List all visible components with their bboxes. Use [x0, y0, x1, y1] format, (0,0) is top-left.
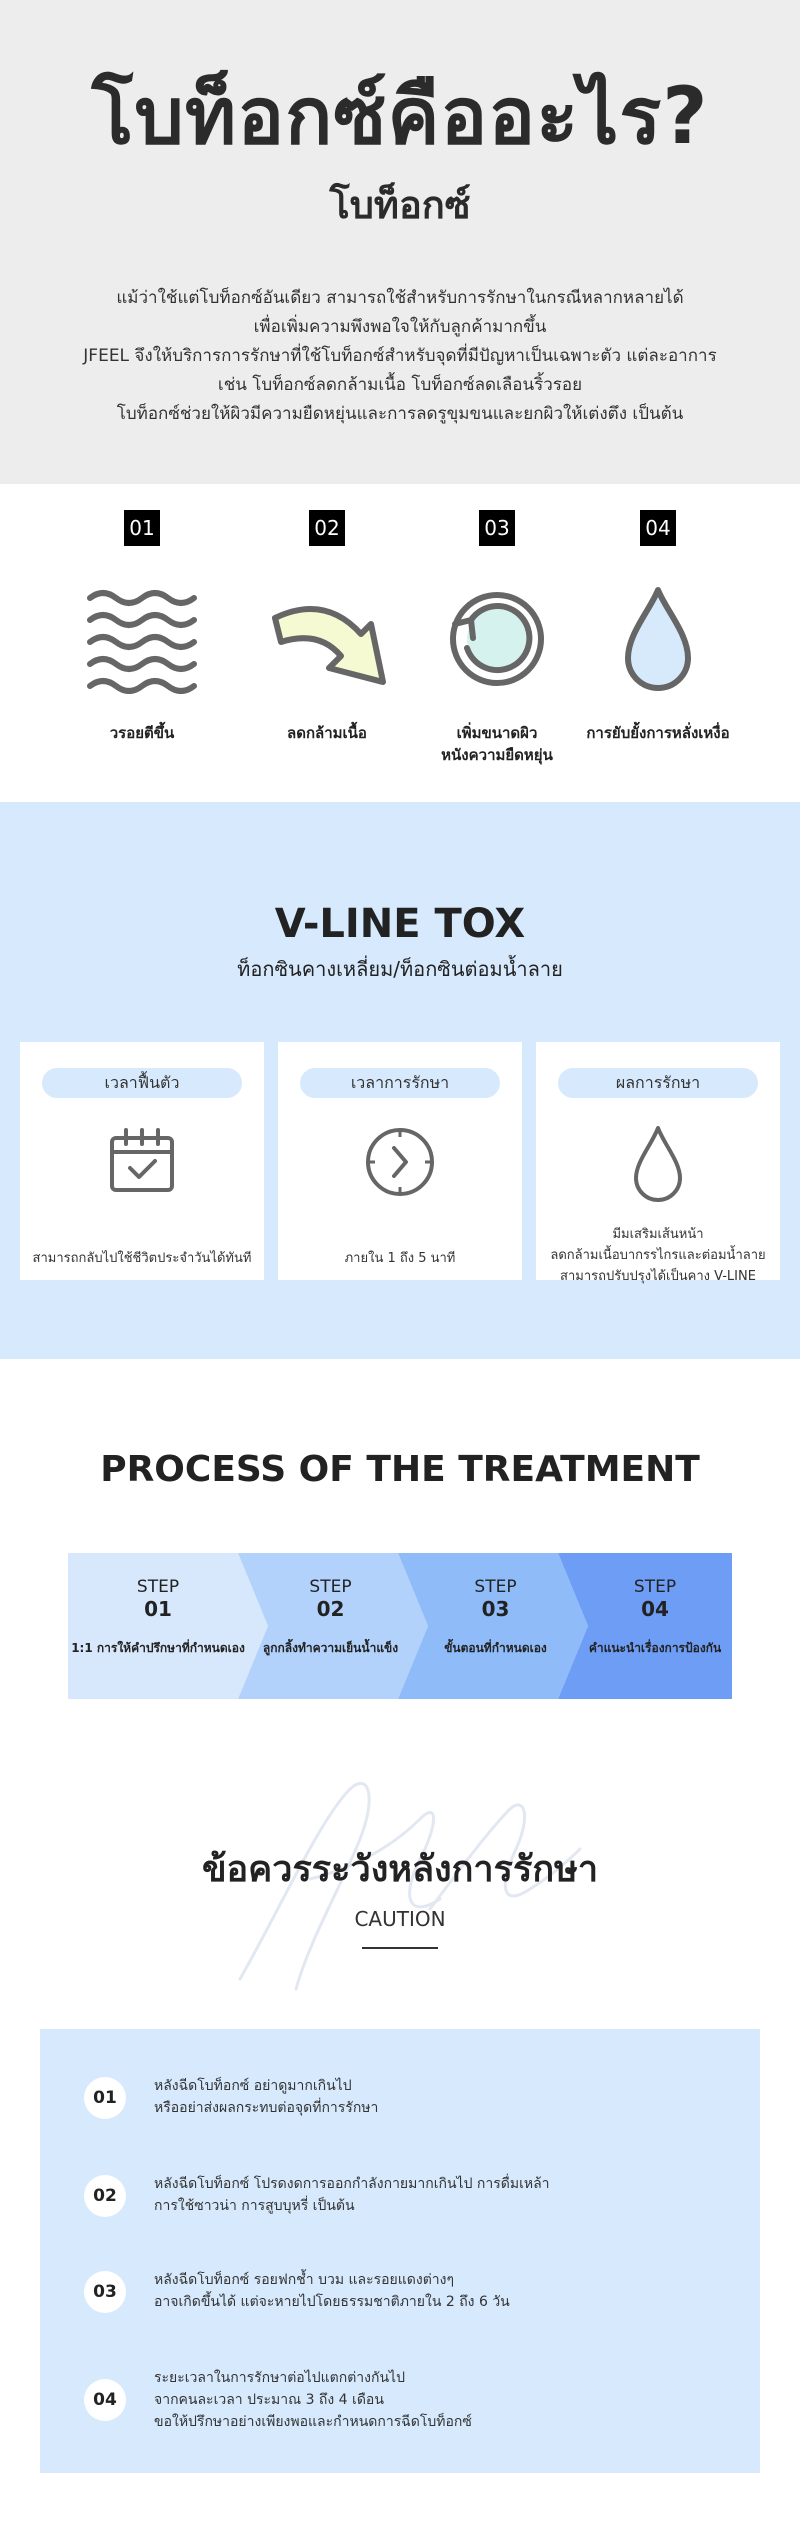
step-description: ขั้นตอนที่กำหนดเอง — [444, 1641, 547, 1655]
process-title: PROCESS OF THE TREATMENT — [100, 1449, 700, 1490]
process-step-01: STEP 01 1:1 การให้คำปรึกษาที่กำหนดเอง — [68, 1553, 248, 1699]
feature-item-04: 04 การยับยั้งการหลั่งเหงื่อ — [573, 510, 743, 744]
feature-label: วรอยตีขึ้น — [109, 724, 175, 742]
step-description: ลูกกลิ้งทำความเย็นน้ำแข็ง — [262, 1641, 399, 1655]
hero-section: โบท็อกซ์คืออะไร? โบท็อกซ์ แม้ว่าใช้แต่โบ… — [0, 0, 800, 484]
step-chevron-02 — [238, 1553, 428, 1699]
feature-number: 03 — [479, 510, 515, 546]
caution-section: ข้อควรระวังหลังการรักษา CAUTION 01 หลังฉ… — [0, 1719, 800, 2521]
feature-number: 04 — [640, 510, 676, 546]
wave-lines-icon — [87, 590, 197, 694]
caution-text: หลังฉีดโบท็อกซ์ โปรดงดการออกกำลังกายมากเ… — [154, 2173, 734, 2217]
drop-outline-icon — [634, 1126, 682, 1202]
hero-title: โบท็อกซ์คืออะไร? — [91, 72, 709, 162]
signature-watermark — [238, 1781, 582, 1991]
process-section: PROCESS OF THE TREATMENT STEP 01 1:1 การ… — [0, 1359, 800, 1719]
feature-label: เพิ่มขนาดผิว หนังความยืดหยุ่น — [412, 722, 582, 766]
feature-label: การยับยั้งการหลั่งเหงื่อ — [586, 724, 730, 742]
caution-text: หลังฉีดโบท็อกซ์ รอยฟกช้ำ บวม และรอยแดงต่… — [154, 2269, 734, 2313]
caution-text: หลังฉีดโบท็อกซ์ อย่าดูมากเกินไป หรืออย่า… — [154, 2075, 734, 2119]
calendar-check-icon — [110, 1128, 174, 1192]
card-text: สามารถกลับไปใช้ชีวิตประจำวันได้ทันที — [28, 1248, 256, 1269]
process-chevrons — [68, 1553, 732, 1699]
caution-subtitle: CAUTION — [354, 1907, 446, 1931]
hero-line: เช่น โบท็อกซ์ลดกล้ามเนื้อ โบท็อกซ์ลดเลือ… — [217, 375, 583, 395]
refresh-circle-icon — [450, 592, 544, 686]
info-card-duration: เวลาการรักษา ภายใน 1 ถึง 5 นาที — [278, 1042, 522, 1280]
caution-list: 01 หลังฉีดโบท็อกซ์ อย่าดูมากเกินไป หรืออ… — [40, 2029, 760, 2473]
caution-text-line: หลังฉีดโบท็อกซ์ รอยฟกช้ำ บวม และรอยแดงต่… — [154, 2272, 455, 2288]
feature-label: ลดกล้ามเนื้อ — [287, 724, 367, 742]
feature-item-03: 03 เพิ่มขนาดผิว หนังความยืดหยุ่น — [412, 510, 582, 766]
feature-item-02: 02 ลดกล้ามเนื้อ — [242, 510, 412, 744]
info-card-recovery: เวลาฟื้นตัว สามารถกลับไปใช้ชีวิตประจำวัน… — [20, 1042, 264, 1280]
process-steps: STEP 01 1:1 การให้คำปรึกษาที่กำหนดเอง ST… — [68, 1553, 732, 1699]
feature-item-01: 01 วรอยตีขึ้น — [57, 510, 227, 744]
vline-section: V-LINE TOX ท็อกซินคางเหลี่ยม/ท็อกซินต่อม… — [0, 802, 800, 1359]
card-text-line: สามารถปรับปรุงได้เป็นคาง V-LINE — [560, 1269, 756, 1284]
card-pill: เวลาการรักษา — [300, 1068, 500, 1098]
step-label: STEP — [633, 1577, 677, 1597]
caution-number: 03 — [84, 2271, 126, 2313]
feature-label-line: เพิ่มขนาดผิว — [456, 724, 538, 742]
step-chevron-01 — [68, 1553, 268, 1699]
hero-line: แม้ว่าใช้แต่โบท็อกซ์อันเดียว สามารถใช้สำ… — [116, 288, 684, 308]
step-label: STEP — [309, 1577, 352, 1597]
caution-title: ข้อควรระวังหลังการรักษา — [201, 1849, 599, 1890]
caution-text-line: หลังฉีดโบท็อกซ์ โปรดงดการออกกำลังกายมากเ… — [154, 2176, 550, 2192]
step-label: STEP — [474, 1577, 517, 1597]
step-label: STEP — [136, 1577, 180, 1597]
step-chevron-03 — [398, 1553, 588, 1699]
step-description: 1:1 การให้คำปรึกษาที่กำหนดเอง — [71, 1641, 245, 1655]
card-text: ภายใน 1 ถึง 5 นาที — [286, 1248, 514, 1269]
caution-text: ระยะเวลาในการรักษาต่อไปแตกต่างกันไป จากค… — [154, 2367, 734, 2433]
vline-title: V-LINE TOX — [274, 901, 526, 947]
caution-text-line: หลังฉีดโบท็อกซ์ อย่าดูมากเกินไป — [154, 2078, 352, 2094]
hero-paragraph: แม้ว่าใช้แต่โบท็อกซ์อันเดียว สามารถใช้สำ… — [60, 284, 740, 429]
process-step-02: STEP 02 ลูกกลิ้งทำความเย็นน้ำแข็ง — [248, 1553, 413, 1699]
caution-text-line: ขอให้ปรึกษาอย่างเพียงพอและกำหนดการฉีดโบท… — [154, 2414, 472, 2430]
step-number: 01 — [144, 1597, 172, 1621]
water-drop-icon — [625, 587, 691, 691]
step-number: 03 — [481, 1597, 510, 1621]
card-text: มีมเสริมเส้นหน้า ลดกล้ามเนื้อบากรรไกรและ… — [544, 1224, 772, 1287]
caution-text-line: อาจเกิดขึ้นได้ แต่จะหายไปโดยธรรมชาติภายใ… — [154, 2294, 510, 2310]
caution-text-line: ระยะเวลาในการรักษาต่อไปแตกต่างกันไป — [154, 2370, 405, 2386]
hero-line: เพื่อเพิ่มความพึงพอใจให้กับลูกค้ามากขึ้น — [253, 317, 547, 337]
hero-subtitle: โบท็อกซ์ — [329, 183, 471, 227]
step-chevron-04 — [558, 1553, 732, 1699]
hero-line: JFEEL จึงให้บริการการรักษาที่ใช้โบท็อกซ์… — [83, 346, 717, 366]
step-description: คำแนะนำเรื่องการป้องกัน — [588, 1641, 722, 1655]
card-text-line: ภายใน 1 ถึง 5 นาที — [344, 1251, 456, 1266]
feature-number: 02 — [309, 510, 345, 546]
step-number: 04 — [641, 1597, 669, 1621]
process-step-04: STEP 04 คำแนะนำเรื่องการป้องกัน — [578, 1553, 732, 1699]
caution-text-line: จากคนละเวลา ประมาณ 3 ถึง 4 เดือน — [154, 2392, 384, 2408]
features-section: 01 วรอยตีขึ้น 02 ลดกล้ามเนื้อ 03 เพ — [0, 484, 800, 802]
caution-text-line: การใช้ซาวน่า การสูบบุหรี่ เป็นต้น — [154, 2198, 355, 2214]
card-text-line: ลดกล้ามเนื้อบากรรไกรและต่อมน้ำลาย — [550, 1248, 766, 1263]
caution-text-line: หรืออย่าส่งผลกระทบต่อจุดที่การรักษา — [154, 2100, 379, 2116]
step-number: 02 — [316, 1597, 345, 1621]
info-card-result: ผลการรักษา มีมเสริมเส้นหน้า ลดกล้ามเนื้อ… — [536, 1042, 780, 1284]
vline-subtitle: ท็อกซินคางเหลี่ยม/ท็อกซินต่อมน้ำลาย — [237, 957, 563, 981]
clock-icon — [366, 1128, 434, 1196]
curved-arrow-icon — [272, 606, 386, 685]
card-text-line: มีมเสริมเส้นหน้า — [612, 1227, 704, 1242]
card-text-line: สามารถกลับไปใช้ชีวิตประจำวันได้ทันที — [32, 1251, 252, 1266]
card-pill: ผลการรักษา — [558, 1068, 758, 1098]
caution-number: 02 — [84, 2175, 126, 2217]
caution-number: 01 — [84, 2077, 126, 2119]
feature-number: 01 — [124, 510, 160, 546]
feature-label-line: หนังความยืดหยุ่น — [441, 746, 553, 764]
card-pill: เวลาฟื้นตัว — [42, 1068, 242, 1098]
process-step-03: STEP 03 ขั้นตอนที่กำหนดเอง — [413, 1553, 578, 1699]
caution-number: 04 — [84, 2379, 126, 2421]
caution-divider — [362, 1947, 438, 1949]
hero-line: โบท็อกซ์ช่วยให้ผิวมีความยืดหยุ่นและการลด… — [116, 404, 684, 424]
